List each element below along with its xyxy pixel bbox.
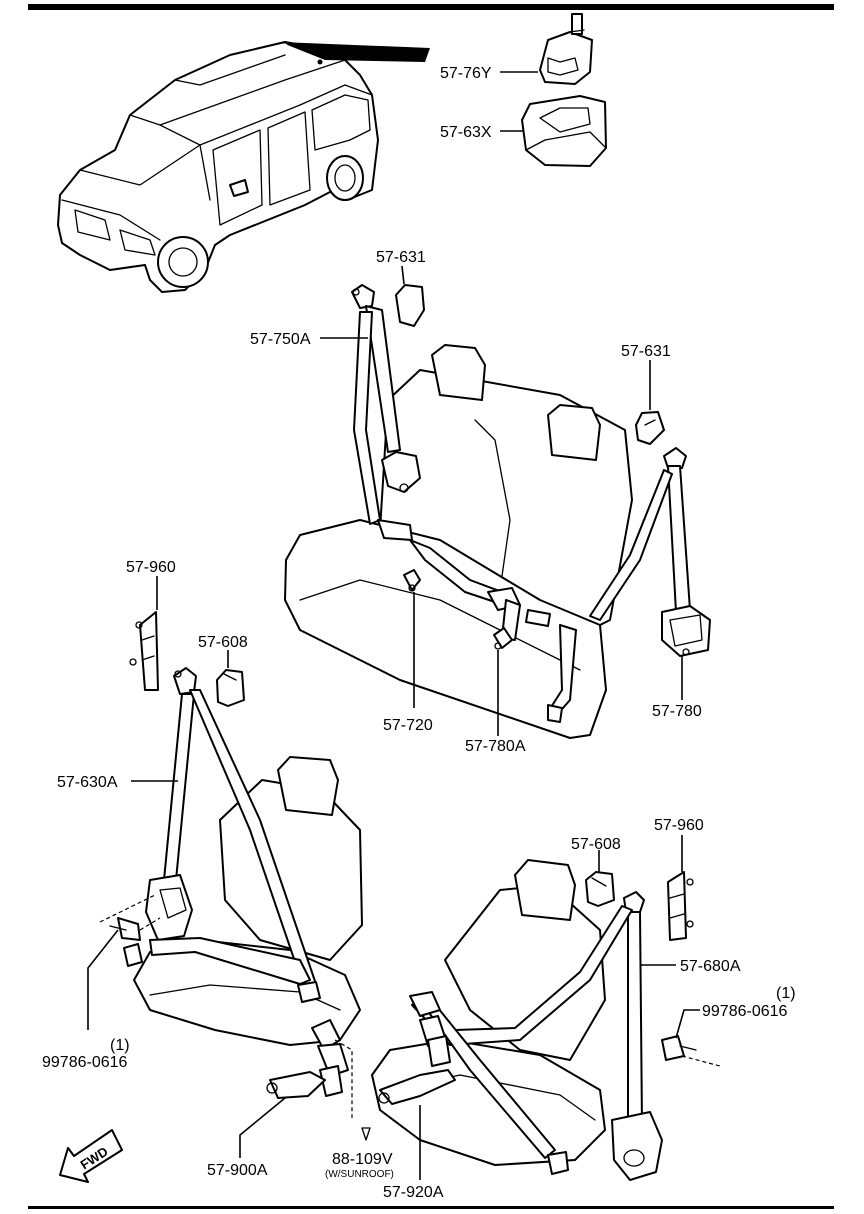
rear-cover-left-part: [395, 284, 425, 327]
rear-belt-right-part: [589, 447, 711, 657]
bolt-left-part: [99, 894, 161, 941]
label-57-750A: 57-750A: [250, 331, 311, 348]
rear-cover-right-part: [635, 411, 665, 445]
front-belt-left-part: [123, 667, 321, 1003]
front-buckle-right-part: [378, 1015, 456, 1105]
sunroof-dashed-leader: [334, 1039, 353, 1118]
label-99786-0616-right: 99786-0616: [702, 1003, 788, 1020]
rear-seat: [284, 344, 633, 739]
label-88-109V: 88-109V: [332, 1151, 393, 1168]
label-57-680A: 57-680A: [680, 958, 741, 975]
label-bolt-right-qty: (1): [776, 985, 796, 1002]
tongue-guide-part: [539, 13, 593, 85]
bottom-border: [28, 1206, 834, 1209]
bolt-right-part: [661, 1035, 721, 1067]
rear-belt-left-part: [351, 284, 421, 541]
label-57-780A: 57-780A: [465, 738, 526, 755]
top-border: [28, 4, 834, 10]
sunroof-part: [361, 1127, 371, 1141]
label-57-76Y: 57-76Y: [440, 65, 492, 82]
label-57-63X: 57-63X: [440, 124, 492, 141]
label-57-630A: 57-630A: [57, 774, 118, 791]
label-57-900A: 57-900A: [207, 1162, 268, 1179]
adjuster-right-part: [667, 871, 694, 941]
front-belt-right-part: [409, 891, 663, 1181]
label-99786-0616-left: 99786-0616: [42, 1054, 128, 1071]
label-57-780: 57-780: [652, 703, 702, 720]
front-buckle-left-part: [266, 1019, 349, 1099]
label-57-631-right: 57-631: [621, 343, 671, 360]
label-57-960-left: 57-960: [126, 559, 176, 576]
label-57-608-left: 57-608: [198, 634, 248, 651]
front-right-seat: [371, 859, 606, 1166]
front-cover-left-part: [216, 669, 245, 707]
tongue-guide-cover-part: [521, 95, 607, 167]
fwd-arrow-icon: FWD: [59, 1129, 123, 1183]
leader-lines: [87, 71, 700, 1180]
vehicle-illustration: [57, 41, 430, 293]
label-57-608-right: 57-608: [571, 836, 621, 853]
label-sunroof-note: (W/SUNROOF): [325, 1169, 394, 1180]
rear-buckle-part: [493, 599, 577, 723]
label-57-960-right: 57-960: [654, 817, 704, 834]
label-57-631-left: 57-631: [376, 249, 426, 266]
adjuster-left-part: [129, 611, 159, 691]
label-57-920A: 57-920A: [383, 1184, 444, 1201]
front-cover-right-part: [585, 871, 615, 907]
label-bolt-left-qty: (1): [110, 1037, 130, 1054]
label-57-720: 57-720: [383, 717, 433, 734]
